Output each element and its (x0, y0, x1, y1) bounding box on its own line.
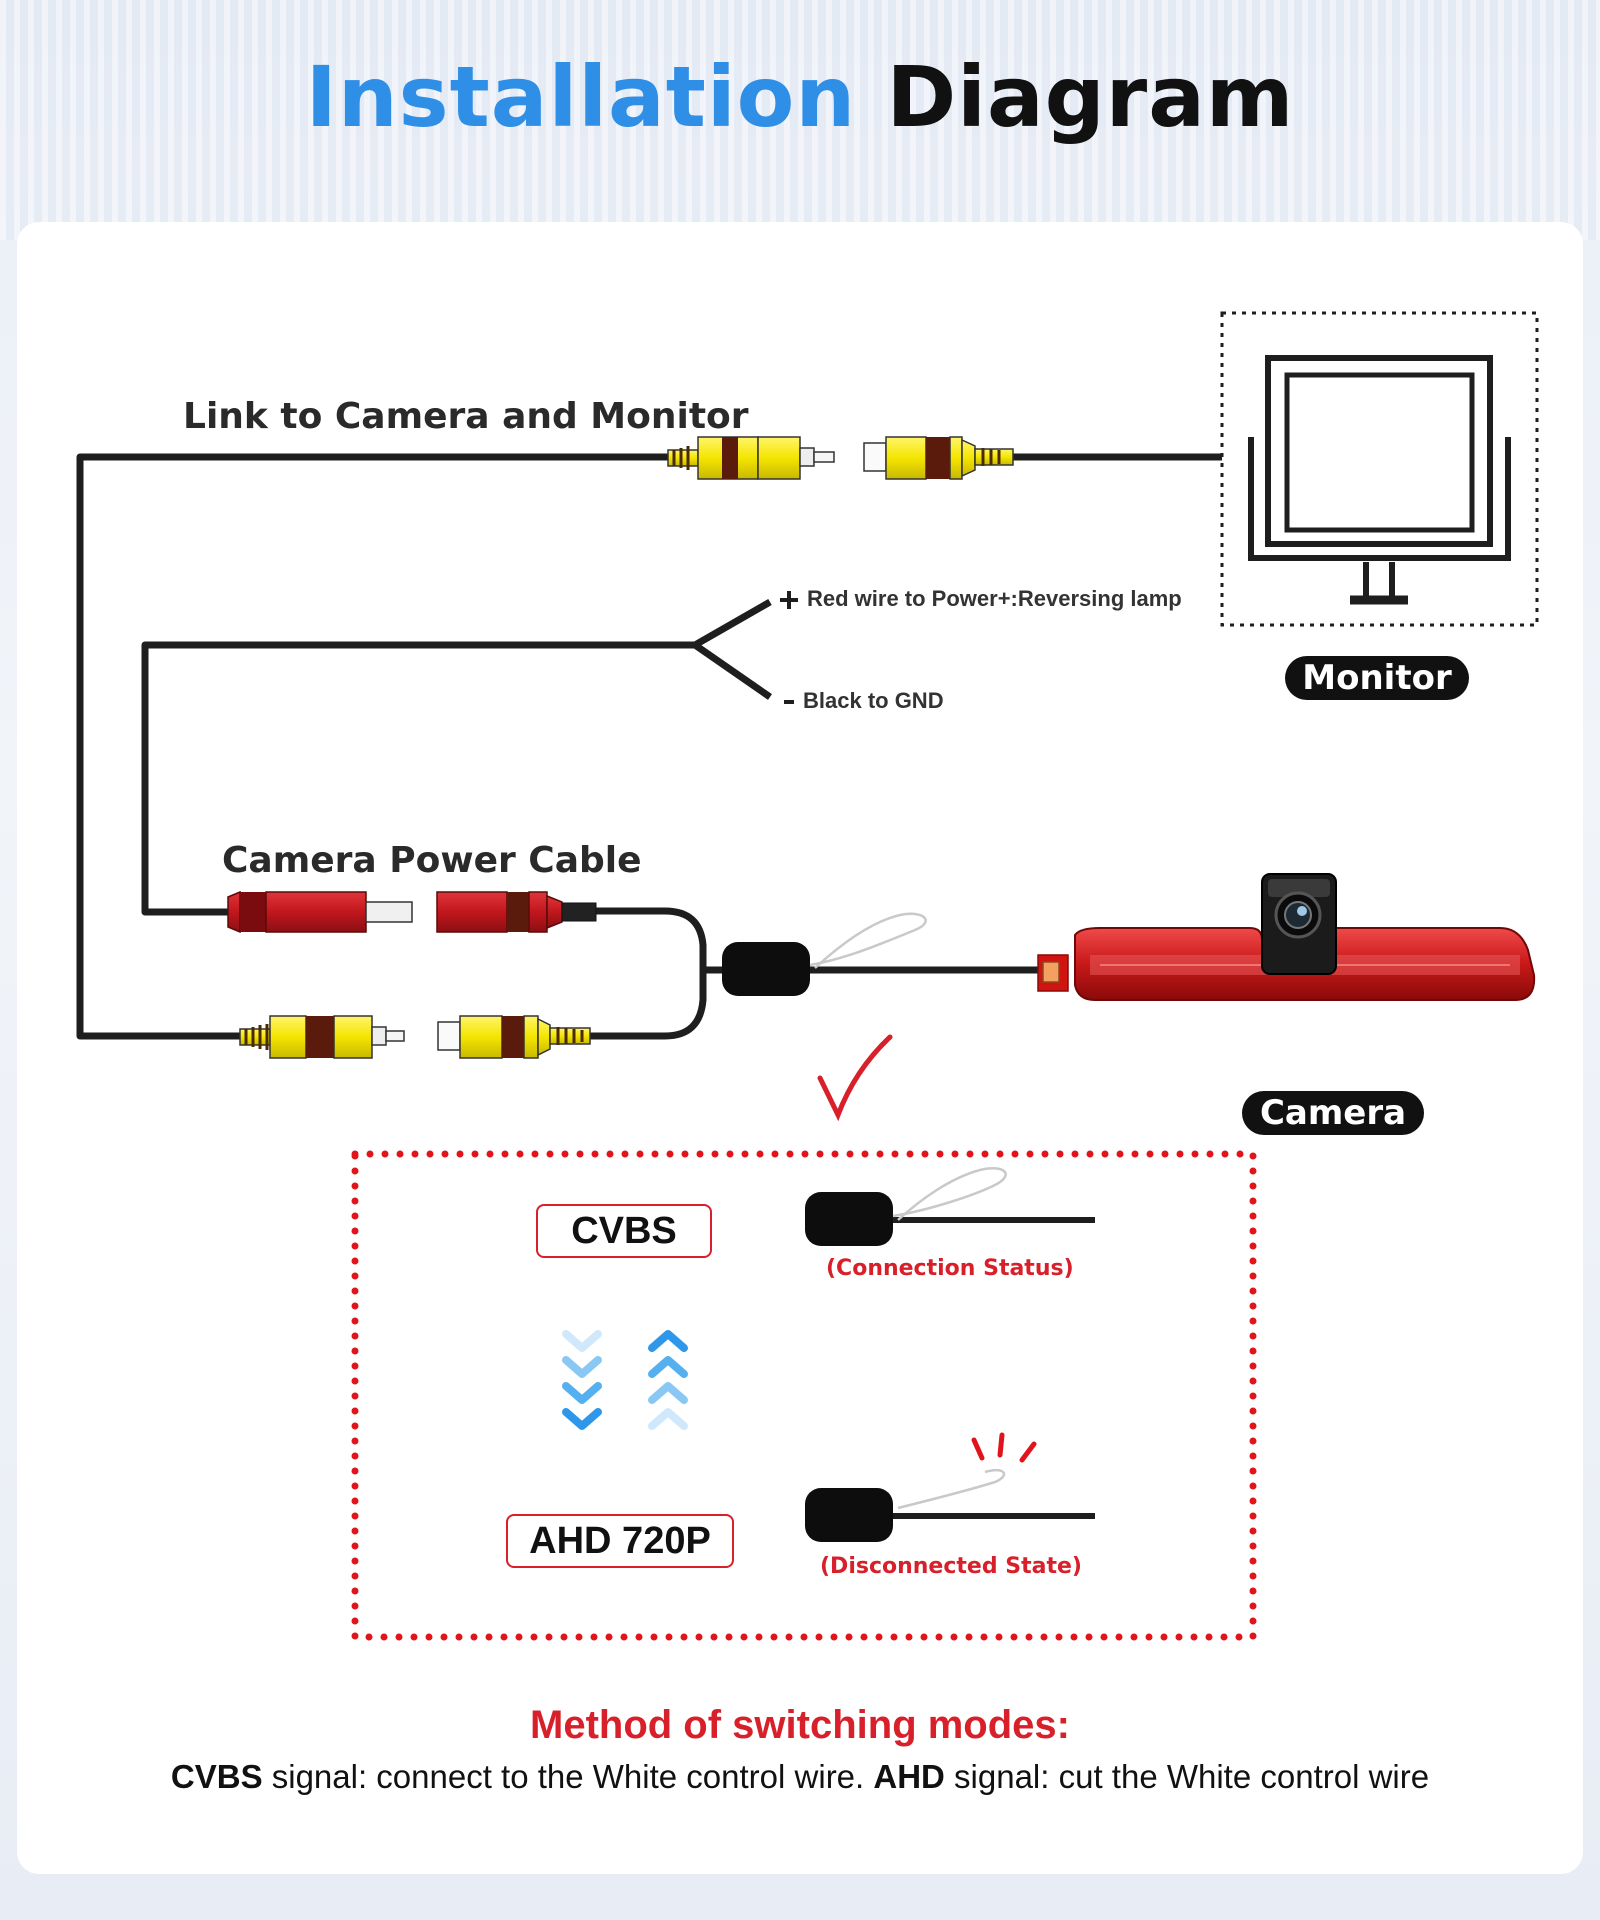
monitor-icon (1220, 311, 1539, 627)
switch-down-chevrons (562, 1330, 602, 1430)
cvbs-keyword: CVBS (170, 1758, 263, 1795)
rca-socket-bottom-right (437, 1015, 591, 1059)
disconnected-wire-icon (805, 1432, 1095, 1542)
rca-socket-top-right (863, 436, 1014, 480)
monitor-badge: Monitor (1285, 656, 1469, 700)
link-cable-label: Link to Camera and Monitor (183, 396, 749, 437)
junction-box (722, 942, 810, 996)
camera-brake-light (1037, 873, 1536, 1001)
page-title: Installation Diagram (0, 48, 1600, 146)
disconnected-state-label: (Disconnected State) (820, 1554, 1082, 1579)
method-title: Method of switching modes: (530, 1703, 1070, 1747)
connected-wire-icon (805, 1167, 1095, 1246)
title-part-diagram: Diagram (886, 48, 1295, 146)
method-description: CVBS signal: connect to the White contro… (0, 1758, 1600, 1796)
polarity-marks (780, 591, 798, 704)
white-control-wire (809, 912, 927, 969)
power-cable-label: Camera Power Cable (222, 840, 642, 881)
ahd-keyword: AHD (873, 1758, 945, 1795)
mode-switch-frame (351, 1150, 1257, 1641)
black-wire-label: Black to GND (803, 688, 944, 713)
black-wires (76, 453, 1222, 1040)
rca-plug-top-left (667, 436, 835, 480)
ahd-mode-label: AHD 720P (506, 1514, 734, 1568)
power-plug-left (227, 890, 413, 934)
rca-plug-bottom-left (239, 1015, 405, 1059)
ahd-instruction: signal: cut the White control wire (944, 1758, 1430, 1795)
switch-up-chevrons (648, 1330, 688, 1430)
title-part-installation: Installation (305, 48, 857, 146)
background-stripes (0, 0, 1600, 240)
red-pointer-arrow (817, 1034, 893, 1122)
cvbs-mode-label: CVBS (536, 1204, 712, 1258)
power-socket-right (436, 891, 597, 933)
cvbs-instruction: signal: connect to the White control wir… (262, 1758, 874, 1795)
connection-status-label: (Connection Status) (826, 1256, 1074, 1281)
camera-badge: Camera (1242, 1091, 1424, 1135)
red-wire-label: Red wire to Power+:Reversing lamp (807, 586, 1182, 611)
